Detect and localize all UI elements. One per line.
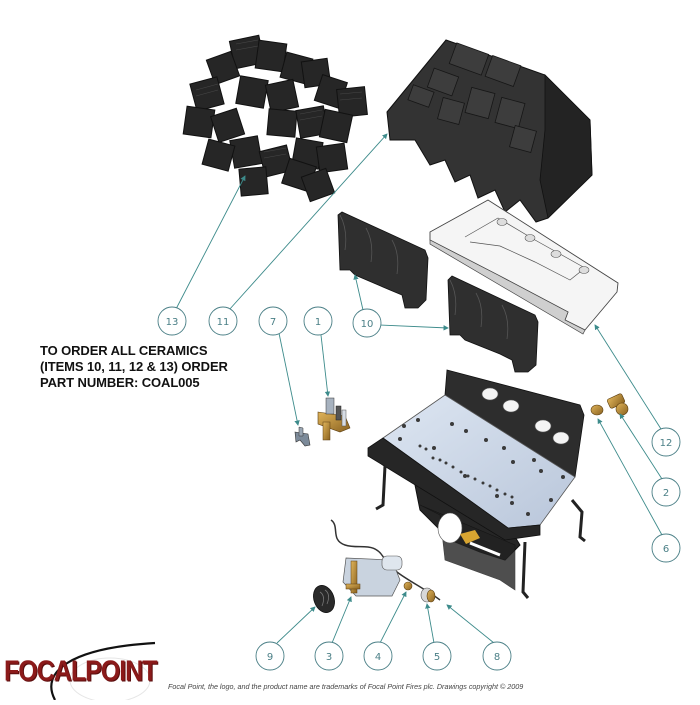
callout-2: 2 xyxy=(651,477,681,507)
svg-text:4: 4 xyxy=(375,652,381,663)
svg-text:7: 7 xyxy=(270,317,276,328)
callout-3: 3 xyxy=(314,641,344,671)
pilot-bracket xyxy=(294,426,311,447)
burner-tray-assembly xyxy=(367,369,586,599)
svg-text:9: 9 xyxy=(267,652,273,663)
svg-text:13: 13 xyxy=(166,317,179,328)
callout-6: 6 xyxy=(651,533,681,563)
callout-8: 8 xyxy=(482,641,512,671)
svg-text:2: 2 xyxy=(663,488,669,499)
nut-fitting xyxy=(403,581,413,591)
order-note-line-3: PART NUMBER: COAL005 xyxy=(40,375,200,390)
svg-text:3: 3 xyxy=(326,652,332,663)
order-note-line-1: TO ORDER ALL CERAMICS xyxy=(40,343,208,358)
control-knob xyxy=(313,585,335,613)
svg-text:8: 8 xyxy=(494,652,500,663)
svg-text:6: 6 xyxy=(663,544,669,555)
focalpoint-logo: FOCALPOINT xyxy=(4,655,157,688)
ceramic-coal-bed xyxy=(386,39,593,223)
svg-text:5: 5 xyxy=(434,652,440,663)
ceramic-fibre-base xyxy=(429,199,619,335)
copyright-footer: Focal Point, the logo, and the product n… xyxy=(168,682,524,691)
callout-bubbles: 13 11 7 1 10 12 2 6 9 3 4 5 8 xyxy=(157,306,681,671)
pilot-assembly xyxy=(317,397,351,441)
gas-control-valve xyxy=(330,519,441,601)
svg-text:12: 12 xyxy=(660,438,673,449)
callout-9: 9 xyxy=(255,641,285,671)
ceramic-side-coals xyxy=(337,211,539,373)
loose-ceramic-coals xyxy=(182,34,368,203)
svg-text:10: 10 xyxy=(361,319,374,330)
callout-4: 4 xyxy=(363,641,393,671)
order-note: TO ORDER ALL CERAMICS (ITEMS 10, 11, 12 … xyxy=(40,343,228,391)
callout-5: 5 xyxy=(422,641,452,671)
callout-11: 11 xyxy=(208,306,238,336)
callout-12: 12 xyxy=(651,427,681,457)
callout-13: 13 xyxy=(157,306,187,336)
leader-lines xyxy=(175,133,663,644)
inlet-fittings xyxy=(590,393,629,416)
order-note-line-2: (ITEMS 10, 11, 12 & 13) ORDER xyxy=(40,359,228,374)
olive-fitting xyxy=(420,587,436,603)
svg-text:11: 11 xyxy=(217,317,230,328)
callout-7: 7 xyxy=(258,306,288,336)
callout-10: 10 xyxy=(352,308,382,338)
callout-1: 1 xyxy=(303,306,333,336)
svg-text:1: 1 xyxy=(315,317,321,328)
